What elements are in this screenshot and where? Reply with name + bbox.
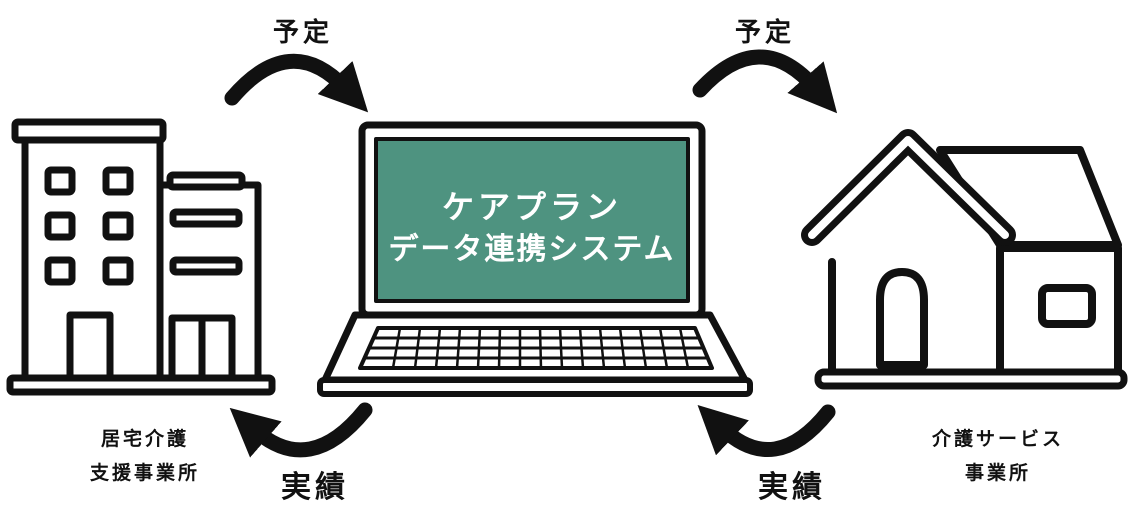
care-office-label-line2: 支援事業所 <box>89 462 200 484</box>
office-building-icon <box>6 118 276 396</box>
care-office-label: 居宅介護 支援事業所 <box>60 422 230 490</box>
laptop-screen <box>374 137 690 303</box>
house-icon <box>801 129 1128 390</box>
actual-label-left: 実績 <box>281 470 349 505</box>
laptop-icon <box>317 121 753 397</box>
service-provider-label: 介護サービス 事業所 <box>898 422 1098 490</box>
arrow-actual-right <box>697 404 836 458</box>
service-provider-label-line1: 介護サービス <box>931 428 1064 450</box>
arrow-plan-left <box>224 53 369 113</box>
arrow-plan-right <box>692 49 838 114</box>
arrow-actual-left <box>229 402 373 458</box>
actual-label-right: 実績 <box>758 470 826 505</box>
care-office-label-line1: 居宅介護 <box>100 428 189 450</box>
system-title-line2: データ連携システム <box>388 232 676 267</box>
system-title-line1: ケアプラン <box>441 188 622 226</box>
plan-label-left: 予定 <box>272 18 333 48</box>
plan-label-right: 予定 <box>734 18 795 48</box>
service-provider-label-line2: 事業所 <box>964 462 1031 484</box>
